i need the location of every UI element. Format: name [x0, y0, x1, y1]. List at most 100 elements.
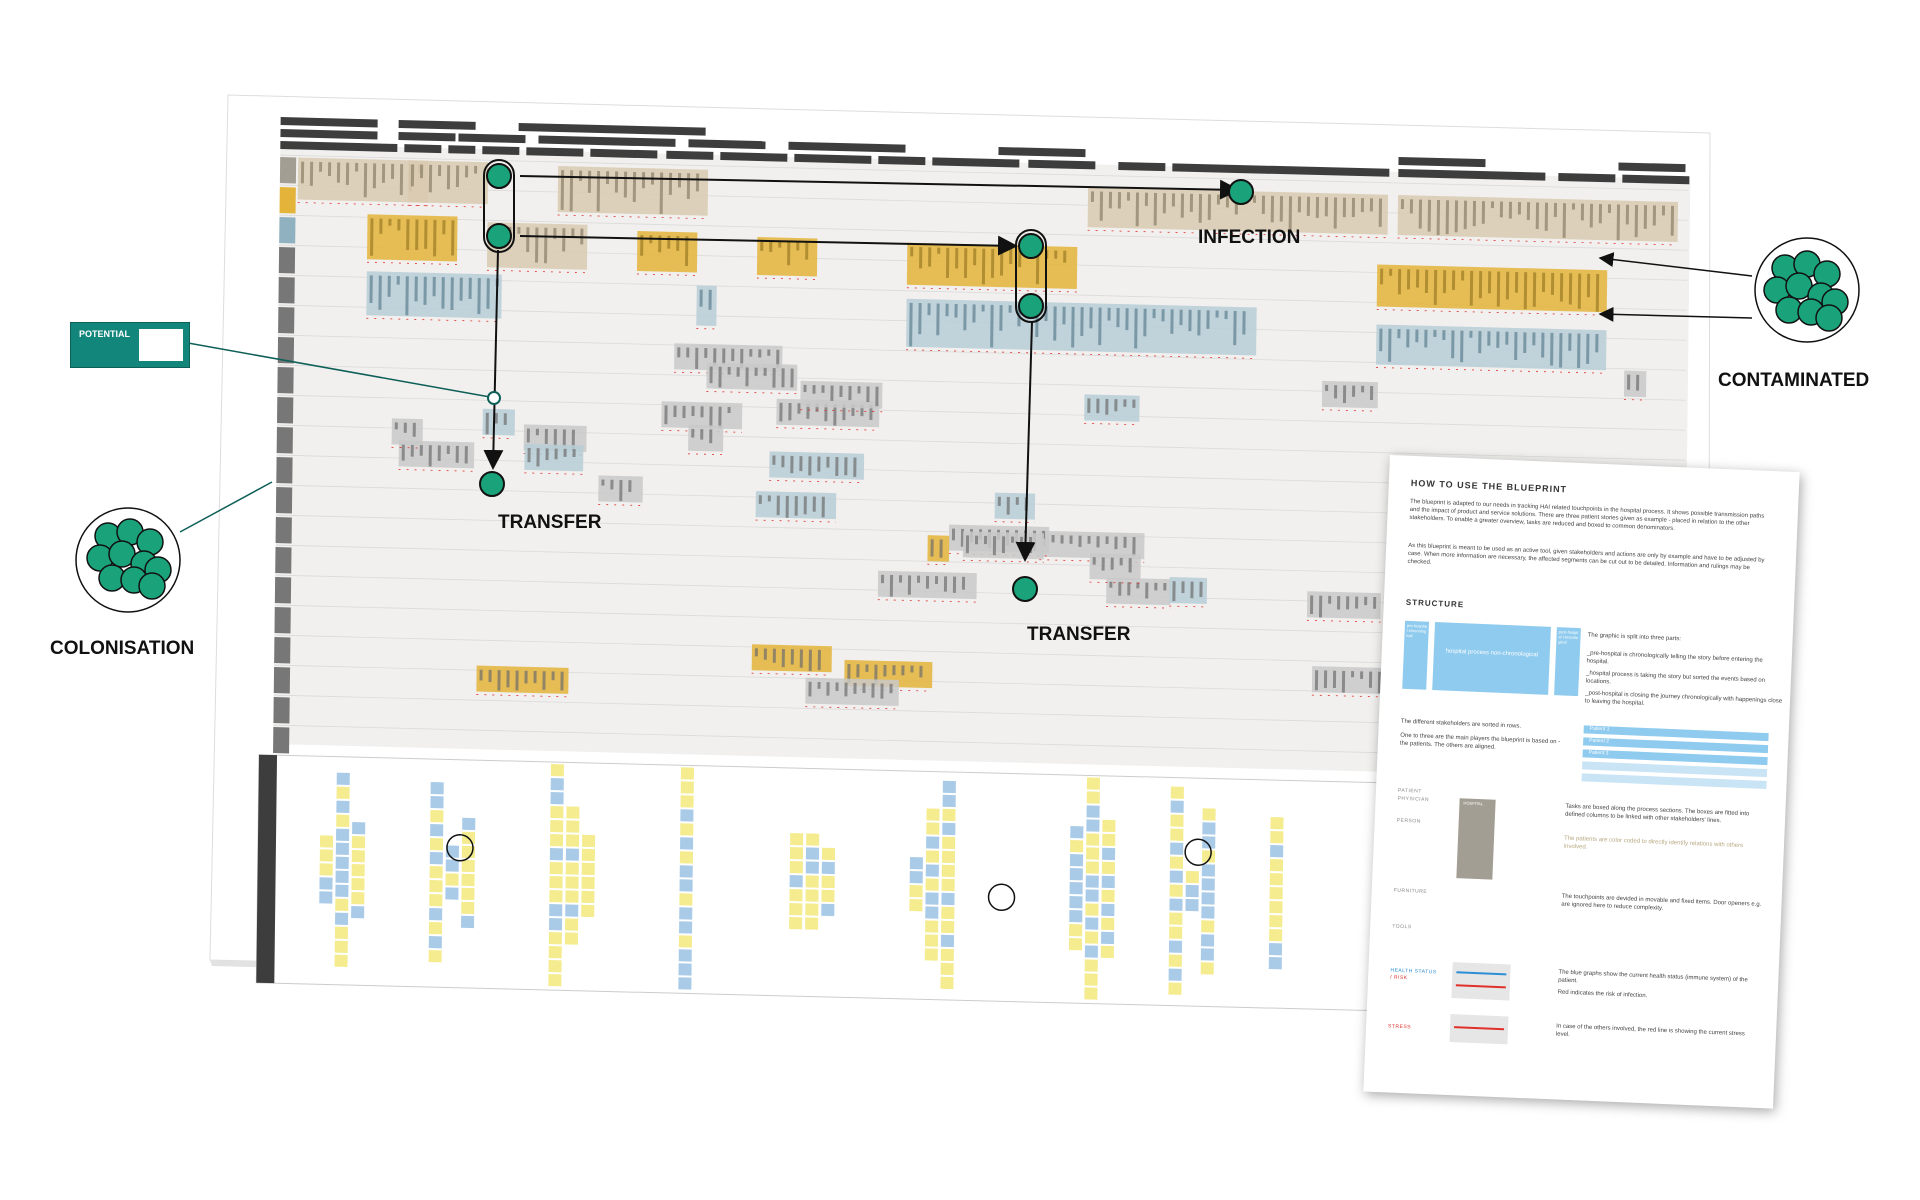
header-bar [398, 132, 455, 141]
task-stripe [1524, 272, 1527, 309]
task-stripe [1172, 581, 1175, 601]
task-stripe [388, 276, 391, 297]
task-stripe [515, 671, 518, 691]
task-stripe [506, 670, 509, 687]
sticky-note [1102, 834, 1115, 846]
task-stripe [1087, 398, 1090, 413]
task-stripe [1310, 595, 1313, 614]
sticky-note [1169, 941, 1182, 953]
sticky-note [1270, 887, 1283, 899]
task-stripe [822, 497, 825, 518]
task-stripe [919, 666, 922, 678]
task-stripe [1590, 204, 1593, 228]
sticky-note [680, 823, 693, 835]
task-stripe [601, 480, 604, 486]
task-stripe [542, 671, 545, 690]
task-stripe [875, 387, 878, 407]
task-stripe [370, 218, 373, 255]
sticky-note [790, 861, 803, 873]
task-stripe [1107, 308, 1110, 321]
task-box [995, 493, 1036, 520]
task-stripe [420, 165, 423, 179]
sticky-note [1069, 896, 1082, 908]
task-stripe [1123, 537, 1126, 548]
sticky-note [582, 863, 595, 875]
sticky-note [1087, 805, 1100, 817]
infection-token [487, 164, 511, 188]
sticky-note [1101, 904, 1114, 916]
sticky-note [926, 836, 939, 848]
sticky-note [1070, 840, 1083, 852]
sticky-note [566, 848, 579, 860]
task-stripe [1052, 535, 1055, 542]
task-stripe [1109, 192, 1112, 209]
colonisation-cluster [76, 508, 180, 612]
task-stripe [364, 163, 367, 197]
task-stripe [865, 664, 868, 671]
task-stripe [1545, 203, 1548, 231]
sticky-note [461, 902, 474, 914]
task-stripe [1369, 672, 1372, 688]
task-stripe [1446, 200, 1449, 234]
task-stripe [1460, 331, 1463, 363]
task-stripe [909, 303, 913, 347]
task-stripe [749, 349, 752, 357]
task-stripe [406, 219, 409, 250]
infection-token [1019, 294, 1043, 318]
task-stripe [777, 496, 780, 516]
infection-token [1229, 180, 1253, 204]
task-stripe [1379, 329, 1382, 352]
task-stripe [993, 536, 996, 555]
task-stripe [901, 665, 904, 675]
row-marker [279, 217, 295, 243]
task-stripe [1587, 274, 1590, 298]
task-stripe [1497, 272, 1500, 307]
task-stripe [759, 495, 762, 504]
task-stripe [469, 278, 472, 299]
task-stripe [1437, 200, 1440, 235]
sticky-note [1070, 868, 1083, 880]
sticky-note [1269, 915, 1282, 927]
task-stripe [552, 671, 555, 680]
legend-sheet: HOW TO USE THE BLUEPRINT The blueprint i… [1363, 455, 1799, 1109]
task-stripe [817, 457, 820, 472]
task-stripe [429, 165, 432, 193]
row-marker [273, 697, 289, 723]
sticky-note [1086, 875, 1099, 887]
sticky-note [1102, 820, 1115, 832]
task-stripe [1635, 205, 1638, 237]
sticky-note [430, 796, 443, 808]
task-stripe [709, 366, 712, 383]
task-stripe [664, 405, 667, 424]
sticky-note [941, 921, 954, 933]
task-stripe [1343, 198, 1346, 218]
task-stripe [1000, 249, 1003, 276]
task-stripe [691, 406, 694, 416]
task-stripe [910, 247, 913, 257]
sticky-note [581, 891, 594, 903]
task-stripe [1595, 334, 1598, 352]
sticky-note [431, 782, 444, 794]
sticky-note [679, 963, 692, 975]
task-stripe [497, 670, 500, 691]
sticky-note [821, 890, 834, 902]
sticky-note [925, 948, 938, 960]
row-physician: PHYSICIAN [1397, 796, 1429, 803]
sticky-note [789, 917, 802, 929]
task-stripe [737, 367, 740, 376]
task-stripe [1316, 197, 1319, 218]
header-bar [720, 152, 787, 162]
sticky-note [806, 861, 819, 873]
task-stripe [527, 448, 530, 462]
task-stripe [781, 368, 784, 387]
sticky-note [1169, 913, 1182, 925]
task-stripe [1016, 497, 1019, 505]
sticky-note [925, 934, 938, 946]
task-box [1084, 394, 1139, 421]
task-stripe [1334, 385, 1337, 398]
task-stripe [1315, 670, 1318, 690]
task-stripe [1482, 201, 1485, 224]
task-stripe [1581, 204, 1584, 221]
sticky-note [1085, 903, 1098, 915]
task-stripe [1662, 206, 1665, 216]
